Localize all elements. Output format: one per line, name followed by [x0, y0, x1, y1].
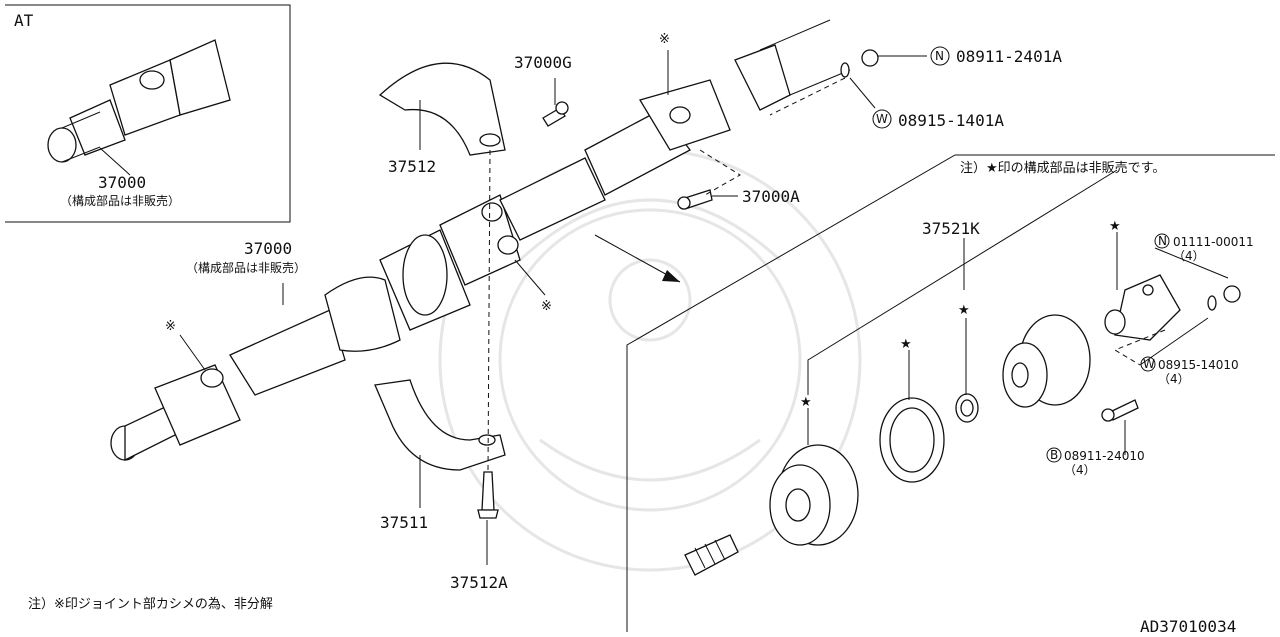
label-37000G: 37000G: [514, 53, 572, 72]
label-37000: 37000: [244, 239, 292, 258]
label-37512: 37512: [388, 157, 436, 176]
bracket-37511: [374, 379, 506, 471]
svg-text:08915-14010: 08915-14010: [1158, 358, 1239, 372]
inset-title: AT: [14, 11, 34, 30]
fastener-5: B 08911-24010 （4）: [1046, 447, 1145, 477]
star-note: 注）★印の構成部品は非販売です。: [960, 160, 1165, 176]
nut-top: [840, 49, 879, 78]
joint-mark-1: ※: [165, 319, 176, 334]
svg-text:08915-1401A: 08915-1401A: [898, 111, 1004, 130]
svg-text:08911-24010: 08911-24010: [1064, 449, 1145, 463]
svg-text:B: B: [1050, 448, 1058, 462]
label-37511: 37511: [380, 513, 428, 532]
fastener-3: N 01111-00011 （4）: [1154, 233, 1254, 263]
svg-text:W: W: [876, 112, 888, 126]
svg-text:08911-2401A: 08911-2401A: [956, 47, 1062, 66]
at-inset: AT 37000 （構成部品は非販売）: [5, 4, 291, 223]
bolt-37000G: [542, 101, 569, 127]
fastener-2: W 08915-1401A: [872, 109, 1004, 130]
bolt-right: [1101, 399, 1139, 422]
svg-text:01111-00011: 01111-00011: [1173, 235, 1254, 249]
spline-shaft: [684, 534, 739, 576]
fastener-1: N 08911-2401A: [930, 46, 1062, 66]
star-2: ★: [900, 337, 912, 352]
svg-text:（4）: （4）: [1173, 249, 1205, 263]
svg-text:W: W: [1143, 357, 1155, 371]
flange-yoke: [1104, 274, 1181, 341]
seal-ring: [955, 393, 979, 423]
star-3: ★: [958, 303, 970, 318]
star-4: ★: [1109, 219, 1121, 234]
washer-right: [1207, 295, 1217, 311]
bracket-37512: [378, 62, 506, 156]
svg-text:N: N: [935, 49, 944, 63]
propeller-shaft: [110, 19, 851, 462]
fastener-4: W 08915-14010 （4）: [1140, 356, 1239, 386]
drawing-number: AD37010034: [1140, 617, 1236, 636]
inset-note: （構成部品は非販売）: [60, 193, 180, 208]
nut-right: [1223, 285, 1241, 303]
inset-part-number: 37000: [98, 173, 146, 192]
inset-shaft: [47, 39, 231, 163]
bolt-37512A: [477, 471, 499, 519]
star-1: ★: [800, 395, 812, 410]
joint-mark-3: ※: [659, 32, 670, 47]
label-37521K: 37521K: [922, 219, 980, 238]
joint-mark-2: ※: [541, 299, 552, 314]
label-37512A: 37512A: [450, 573, 508, 592]
svg-text:（4）: （4）: [1158, 372, 1190, 386]
label-37000-note: （構成部品は非販売）: [186, 260, 306, 275]
companion-flange: [1002, 314, 1091, 408]
svg-text:（4）: （4）: [1064, 463, 1096, 477]
svg-text:N: N: [1158, 234, 1167, 248]
center-bearing-insulator: [769, 444, 859, 546]
joint-note: 注）※印ジョイント部カシメの為、非分解: [28, 596, 273, 612]
label-37000A: 37000A: [742, 187, 800, 206]
dust-cover: [879, 397, 945, 483]
bolt-37000A: [677, 189, 713, 210]
